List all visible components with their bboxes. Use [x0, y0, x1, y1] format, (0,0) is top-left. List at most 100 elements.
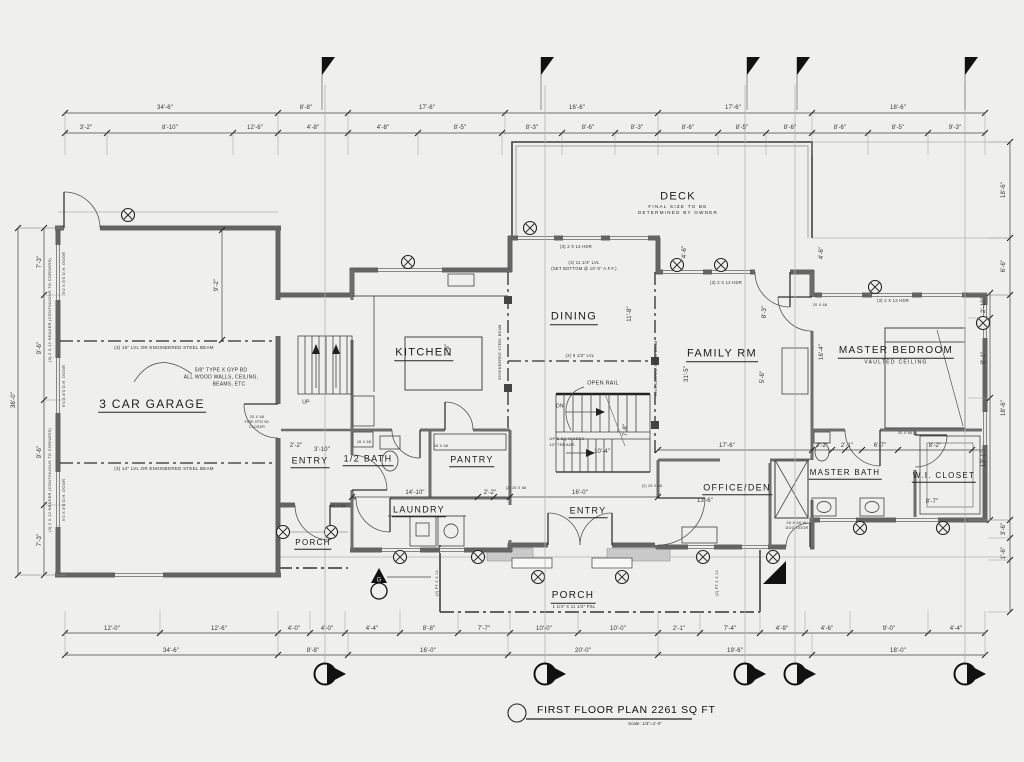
dims_bottom-label: 10'-0"	[610, 626, 626, 632]
dims_interior-label: 6'-7"	[873, 443, 887, 449]
dims_right-label: 1'-6"	[1001, 546, 1007, 560]
mb-toilet-tank	[813, 431, 831, 444]
dims_left-label: 36'-0"	[11, 392, 17, 408]
room-label-office-den: OFFICE/DEN	[702, 483, 772, 495]
dims_bottom-label: 8'-8"	[306, 648, 320, 654]
mb-toilet-bowl	[814, 442, 830, 462]
room-label-laundry: LAUNDRY	[392, 505, 446, 517]
tag-door-6: 20 X 68	[897, 431, 913, 436]
window-marker-icon	[935, 520, 951, 536]
window-marker-icon	[669, 257, 685, 273]
grid-bubble-icon	[783, 662, 816, 686]
dims_bottom-label: 19'-6"	[727, 648, 743, 654]
window-marker-icon	[852, 520, 868, 536]
svg-text:G: G	[377, 578, 382, 584]
note-dog-door-2: DOG DOOR	[785, 526, 809, 531]
note-oh-door-2: 9'0 X 8'0 O.H. DOOR	[61, 364, 66, 408]
note-lvl-2: (SET BOTTOM @ 10'-0" A.F.F.)	[551, 265, 617, 271]
note-lvl-1: (3) 11 1/4" LVL	[568, 259, 600, 265]
dims_bottom-label: 34'-6"	[163, 648, 179, 654]
dims_top-label: 3'-2"	[79, 125, 93, 131]
dims_interior-label: 3'-2"	[815, 443, 829, 449]
note-pt-beam-1: (2) PT 2 X 12	[435, 570, 440, 596]
dims_interior-label: 8'-3"	[762, 305, 768, 319]
note-hdr-master: (3) 2 X 12 HDR	[876, 297, 910, 303]
dims_interior-label: 8'-7"	[925, 499, 939, 505]
dims_interior-label: 9'-2"	[214, 278, 220, 292]
dims_bottom-label: 7'-4"	[723, 626, 737, 632]
note-pt-beam-2: (2) PT 2 X 12	[715, 570, 720, 596]
note-gyp-2: ALL WOOD WALLS, CEILING,	[183, 374, 259, 381]
dims_interior-label: 14'-10"	[405, 490, 425, 496]
window-marker-icon	[400, 254, 416, 270]
tag-door-2: 28 X 68	[433, 444, 449, 449]
dims_right-label: 6'-6"	[1001, 259, 1007, 273]
dims_top-label: 8'-6"	[681, 125, 695, 131]
dimension-lines	[14, 109, 1014, 659]
window-marker-icon	[470, 549, 486, 565]
dims_top-label: 4'-8"	[376, 125, 390, 131]
dims_bottom-label: 20'-0"	[575, 648, 591, 654]
room-label-entry-main: ENTRY	[568, 506, 608, 518]
note-beam-garage-2: (3) 14" LVL OR ENGINEERED STEEL BEAM	[114, 465, 214, 471]
room-label-porch-side: PORCH	[294, 538, 332, 550]
dims_interior-label: 16'-4"	[819, 344, 825, 360]
room-label-master-bedroom: MASTER BEDROOM	[837, 345, 955, 359]
dims_top-label: 8'-8"	[299, 105, 313, 111]
note-lvl-dining: (2) 9 1/2" LVL	[565, 352, 595, 358]
note-header-left-1: (3) 2 X 12 HEADER (CONTINUOUS TO CORNERS…	[47, 258, 52, 362]
garage-stairs	[297, 335, 353, 395]
room-note-vaulted-ceiling: VAULTED CEILING	[864, 359, 928, 366]
deck-outline	[511, 141, 813, 238]
window-marker-icon	[530, 569, 546, 585]
section-arrow-icon	[763, 561, 786, 584]
grid-bubble-icon	[733, 662, 766, 686]
note-oh-door-3: 9'0 X 8'0 O.H. DOOR	[61, 478, 66, 522]
grid-bubble-icon	[533, 662, 566, 686]
dims_interior-label: 2'-2"	[483, 490, 497, 496]
dims_left-label: 9'-6"	[37, 341, 43, 355]
note-hdr-dining: (3) 2 X 12 HDR	[559, 243, 593, 249]
toilet-bowl	[381, 450, 399, 472]
dims_bottom-label: 4'-0"	[320, 626, 334, 632]
window-marker-icon	[614, 569, 630, 585]
dims_top-label: 17'-6"	[419, 105, 435, 111]
dims_interior-label: 4'-6"	[819, 246, 825, 260]
plan-scale: Scale: 1/4"=1'-0"	[628, 721, 662, 726]
note-hdr-family: (3) 2 X 12 HDR	[709, 279, 743, 285]
dims_interior-label: 8'-2"	[928, 443, 942, 449]
note-fire-door-1: 20 X 68	[249, 415, 265, 420]
dims_top-label: 8'-5"	[735, 125, 749, 131]
dims_top-label: 8'-6"	[833, 125, 847, 131]
room-label-pantry: PANTRY	[449, 455, 495, 467]
dims_top-label: 4'-8"	[306, 125, 320, 131]
dims_top-label: 8'-3"	[525, 125, 539, 131]
dims_bottom-label: 10'-0"	[536, 626, 552, 632]
dims_interior-label: 17'-6"	[719, 443, 735, 449]
dims_top-label: 34'-6"	[157, 105, 173, 111]
dims_interior-label: 11'-8"	[627, 306, 633, 322]
leader-lines	[133, 362, 585, 578]
grid-bubble-icon	[313, 662, 346, 686]
dims_interior-label: 16'-0"	[572, 490, 588, 496]
room-note-deck-1: FINAL SIZE TO BE	[648, 203, 708, 209]
pantry-shelves	[433, 433, 507, 451]
dims_top-label: 8'-5"	[891, 125, 905, 131]
dims_top-label: 8'-3"	[630, 125, 644, 131]
dims_left-label: 7'-3"	[37, 533, 43, 547]
dims_bottom-label: 7'-7"	[477, 626, 491, 632]
room-label-master-bath: MASTER BATH	[808, 468, 882, 480]
dims_interior-label: 4'-6"	[682, 245, 688, 259]
dims_bottom-label: 12'-0"	[104, 626, 120, 632]
dims_right-label: 3'-6"	[1001, 522, 1007, 536]
room-note-deck-2: DETERMINED BY OWNER	[637, 209, 719, 215]
window-marker-icon	[713, 257, 729, 273]
dims_top-label: 8'-5"	[453, 125, 467, 131]
dims_top-label: 17'-6"	[725, 105, 741, 111]
note-dog-door-1: 28 X 68 W/	[786, 521, 808, 526]
note-fire-door-3: CLOSER	[248, 425, 266, 430]
note-psl: 1 1/4" X 11 1/4" PSL	[552, 603, 596, 609]
window-marker-icon	[975, 315, 991, 331]
room-label-half-bath: 1/2 BATH	[342, 454, 394, 466]
